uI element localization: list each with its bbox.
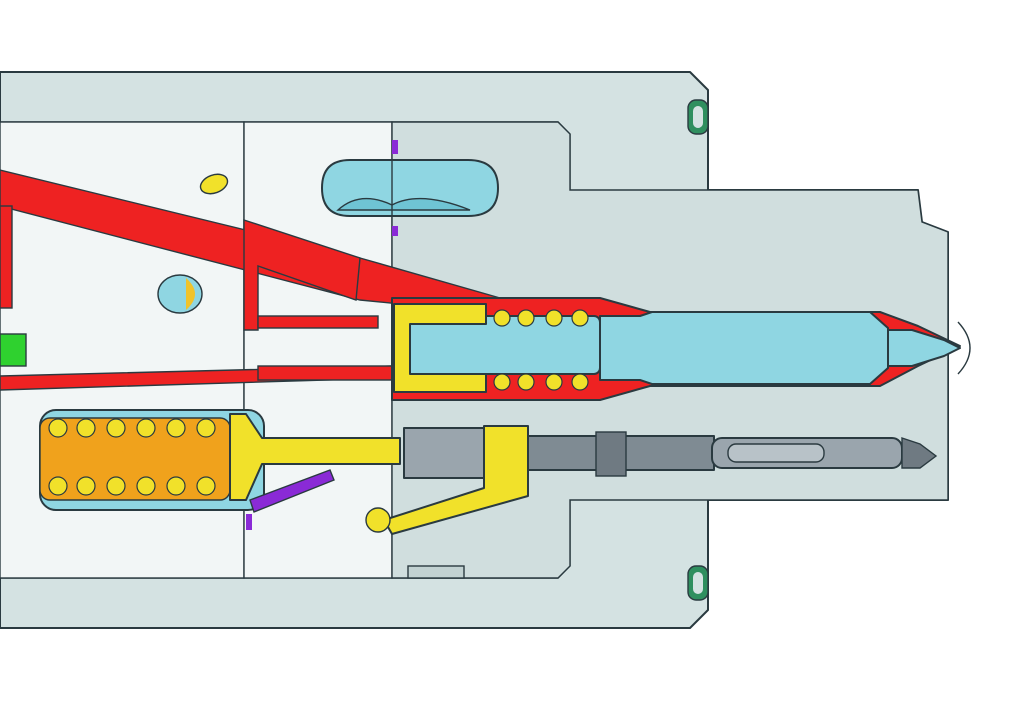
control-spring-coils [48, 418, 216, 496]
spring-coil [571, 373, 589, 391]
control-lever [383, 425, 529, 535]
nozzle-needle [599, 311, 889, 385]
fuel-passage-horizontal-2 [257, 365, 393, 381]
purple-link-2 [246, 514, 252, 530]
spring-coil-stroke [85, 428, 115, 486]
spring-coil-stroke [57, 428, 87, 486]
spring-coil [136, 418, 156, 438]
nozzle-tip [887, 329, 961, 367]
spring-coil-stroke [175, 428, 205, 486]
spring-coil [545, 373, 563, 391]
nozzle-spring-coils [493, 309, 589, 391]
spring-coil [196, 418, 216, 438]
spring-coil [196, 476, 216, 496]
cyan-port-highlight [186, 278, 195, 310]
spring-coil [517, 309, 535, 327]
fuel-passage-vertical-left [0, 205, 13, 309]
spring-coil [517, 373, 535, 391]
spring-coil [493, 309, 511, 327]
control-valve-tip [901, 437, 938, 469]
nozzle-orifice [957, 321, 971, 375]
fuel-passage-horizontal-1 [257, 315, 379, 329]
spring-coil [76, 418, 96, 438]
spring-coil [545, 309, 563, 327]
purple-marker-2 [392, 226, 398, 236]
seal-ring-bottom-inner [693, 572, 703, 594]
spring-coil [48, 418, 68, 438]
control-valve-rod-slot [727, 443, 825, 463]
spring-coil [76, 476, 96, 496]
spring-coil [136, 476, 156, 496]
seal-ring-top-inner [693, 106, 703, 128]
spring-coil [166, 418, 186, 438]
spring-coil [48, 476, 68, 496]
control-valve-collar [595, 431, 627, 477]
spring-coil [106, 476, 126, 496]
bottom-slot [407, 565, 465, 579]
green-part [0, 333, 27, 367]
fuel-passage-upper-branch [243, 219, 361, 331]
control-spring-stopper [229, 413, 401, 501]
upper-pocket-lip [336, 197, 471, 211]
spring-coil-stroke [115, 428, 145, 486]
nozzle-spring-guide [393, 303, 487, 393]
lever-pivot [365, 507, 391, 533]
spring-coil [166, 476, 186, 496]
yellow-port-top [199, 173, 229, 195]
cyan-port [157, 274, 203, 314]
purple-marker-1 [392, 140, 398, 154]
spring-coil [493, 373, 511, 391]
purple-link-1 [249, 469, 335, 513]
spring-coil [106, 418, 126, 438]
spring-coil-stroke [145, 428, 175, 486]
spring-coil [571, 309, 589, 327]
control-valve-piston [403, 427, 495, 479]
